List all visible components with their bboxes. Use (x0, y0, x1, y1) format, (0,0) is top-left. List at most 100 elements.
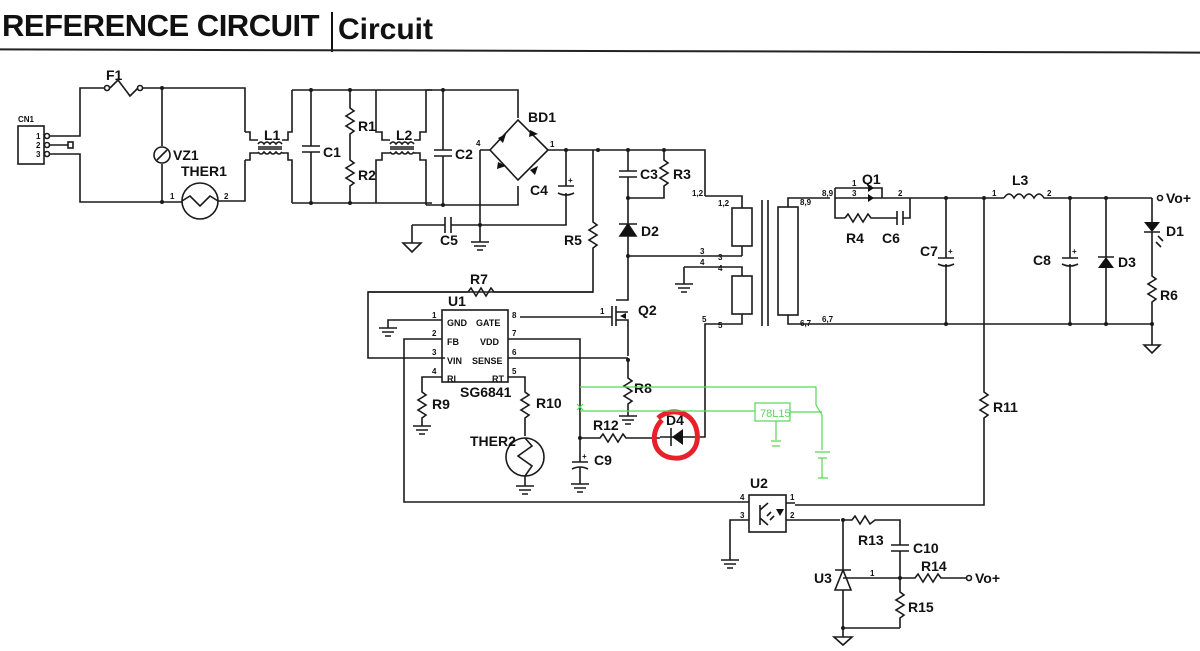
thermistor-ther2: THER2 (470, 433, 545, 495)
mosfet-q2: 1 Q2 (520, 256, 657, 362)
label-c4: C4 (530, 182, 548, 198)
label-r8: R8 (634, 380, 652, 396)
label-q2: Q2 (638, 302, 657, 318)
title-divider (331, 12, 333, 52)
label-l2: L2 (396, 127, 413, 143)
capacitor-c9: + C9 (571, 436, 612, 493)
label-r15: R15 (908, 599, 934, 615)
diode-d4: D4 (651, 409, 700, 461)
svg-text:2: 2 (790, 511, 795, 520)
resistor-r1: R1 R2 (344, 88, 376, 205)
svg-text:4: 4 (432, 367, 437, 376)
label-c7: C7 (920, 243, 938, 259)
label-d2: D2 (641, 223, 659, 239)
label-c10: C10 (913, 540, 939, 556)
label-l3: L3 (1012, 172, 1029, 188)
pin-vdd: VDD (480, 337, 500, 347)
capacitor-c4: + C4 (478, 150, 575, 227)
resistor-r8: R8 (619, 358, 652, 425)
svg-text:1: 1 (432, 311, 437, 320)
snubber-c3-r3-d2: C3 R3 D2 (618, 150, 742, 258)
svg-text:1: 1 (170, 192, 175, 201)
label-u2: U2 (750, 475, 768, 491)
inductor-l1: L1 (245, 90, 293, 203)
label-c3: C3 (640, 166, 658, 182)
label-q1: Q1 (862, 171, 881, 187)
label-r2: R2 (358, 167, 376, 183)
label-c2: C2 (455, 146, 473, 162)
pin-label: 1,2 (718, 199, 730, 208)
pin-rt: RT (492, 374, 504, 384)
transformer: 1,2 1,2 3 3 4 4 5 5 8,9 8,9 6,7 6,7 (675, 189, 835, 438)
label-c5: C5 (440, 232, 458, 248)
svg-text:3: 3 (36, 150, 41, 159)
svg-text:1: 1 (36, 132, 41, 141)
resistor-r14: R14 Vo+ (900, 558, 1000, 586)
svg-text:+: + (582, 452, 587, 461)
pin-label: 3 (718, 253, 723, 262)
svg-text:1: 1 (600, 307, 605, 316)
sketch-annotation: 78L15 (576, 386, 830, 479)
label-u3: U3 (814, 570, 832, 586)
pin-label: 5 (718, 321, 723, 330)
label-r11: R11 (993, 399, 1018, 415)
svg-text:7: 7 (512, 329, 517, 338)
pin-label: 8,9 (822, 189, 834, 198)
pin-label: 5 (702, 315, 707, 324)
label-r4: R4 (846, 230, 864, 246)
title-bar: REFERENCE CIRCUIT Circuit (0, 0, 1200, 56)
fuse-f1: F1 (103, 67, 246, 132)
resistor-r5: R5 (367, 148, 706, 359)
label-ther1: THER1 (181, 163, 227, 179)
label-d4: D4 (666, 412, 684, 428)
pin-label: 4 (700, 258, 705, 267)
svg-text:3: 3 (852, 189, 857, 198)
pin-label: 4 (718, 264, 723, 273)
label-bd1: BD1 (528, 109, 556, 125)
capacitor-c2: C2 (426, 88, 519, 207)
pin-gnd: GND (447, 318, 468, 328)
label-r3: R3 (673, 166, 691, 182)
svg-text:1: 1 (852, 179, 857, 188)
pin-gate: GATE (476, 318, 500, 328)
label-c8: C8 (1033, 252, 1051, 268)
label-c6: C6 (882, 230, 900, 246)
optocoupler-u2: U2 43 12 (721, 475, 840, 569)
page-subtitle: Circuit (338, 13, 434, 46)
svg-text:1: 1 (870, 569, 875, 578)
label-r10: R10 (536, 395, 562, 411)
resistor-r11: R11 (795, 198, 1018, 506)
label-l1: L1 (264, 127, 281, 143)
label-r7: R7 (470, 271, 488, 287)
svg-text:8: 8 (512, 311, 517, 320)
pin-vin: VIN (447, 356, 462, 366)
pin-label: 6,7 (822, 315, 834, 324)
pin-label: 3 (700, 247, 705, 256)
svg-text:+: + (568, 176, 573, 185)
page-title: REFERENCE CIRCUIT (2, 8, 320, 43)
capacitor-c1: C1 (292, 88, 432, 205)
vout-label-1: Vo+ (1166, 190, 1191, 206)
label-r12: R12 (593, 417, 619, 433)
label-f1: F1 (106, 67, 123, 83)
varistor-vz1: VZ1 (153, 88, 199, 204)
ic-u1: U1 GND FB VIN RI GATE VDD SENSE RT SG684… (379, 293, 740, 503)
label-ther2: THER2 (470, 433, 516, 449)
pin-label: 1,2 (692, 189, 704, 198)
svg-text:1: 1 (550, 140, 555, 149)
label-d3: D3 (1118, 254, 1136, 270)
svg-text:2: 2 (1047, 189, 1052, 198)
label-c1: C1 (323, 144, 341, 160)
label-r5: R5 (564, 232, 582, 248)
connector-cn1: CN1 123 (17, 87, 162, 203)
svg-text:2: 2 (432, 329, 437, 338)
label-vz1: VZ1 (173, 147, 199, 163)
svg-text:3: 3 (432, 348, 437, 357)
svg-text:+: + (1072, 247, 1077, 256)
pin-label: 8,9 (800, 198, 812, 207)
